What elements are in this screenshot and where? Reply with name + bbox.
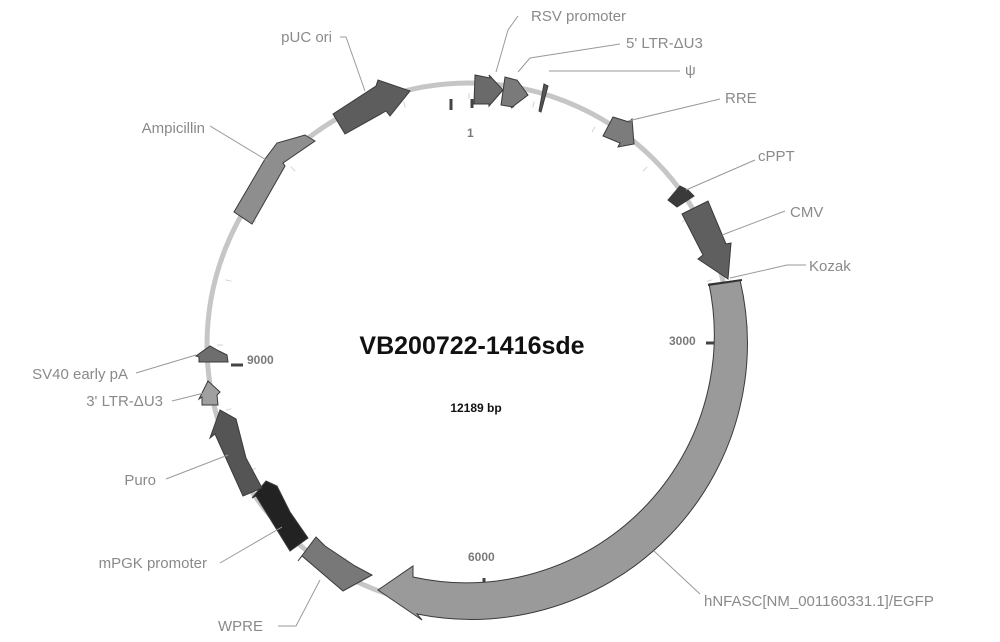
label-rre: RRE <box>725 90 757 107</box>
minor-tick <box>592 127 595 132</box>
feature-cmv-arrow <box>682 201 731 279</box>
tick-label-6000: 6000 <box>468 550 495 564</box>
plasmid-name: VB200722-1416sde <box>359 332 584 360</box>
tick-label-3000: 3000 <box>669 334 696 348</box>
label-rsv-promoter: RSV promoter <box>531 8 626 25</box>
label-ltr3: 3' LTR-ΔU3 <box>86 393 163 410</box>
label-kozak: Kozak <box>809 258 851 275</box>
minor-tick <box>226 409 232 411</box>
label-wpre: WPRE <box>218 618 263 635</box>
feature-puro-arrow <box>210 410 262 496</box>
leader-mpgk <box>220 527 282 563</box>
leader-kozak <box>730 265 806 278</box>
label-ampicillin: Ampicillin <box>142 120 205 137</box>
leader-ltr5 <box>518 44 620 72</box>
minor-tick <box>226 280 232 282</box>
leader-hnfasc <box>654 551 700 594</box>
leader-cmv <box>722 211 785 235</box>
minor-tick <box>404 102 406 108</box>
minor-tick <box>707 280 713 282</box>
minor-tick <box>533 102 535 108</box>
label-psi: ψ <box>685 62 696 79</box>
feature-rsv-promoter-arrow <box>474 75 503 106</box>
feature-mpgk-arrow <box>252 481 308 551</box>
leader-cppt <box>686 160 755 190</box>
label-cppt: cPPT <box>758 148 795 165</box>
leader-sv40 <box>136 355 196 373</box>
minor-tick <box>643 167 647 171</box>
label-sv40: SV40 early pA <box>32 366 128 383</box>
feature-ltr5-arrow <box>501 77 528 108</box>
label-cmv: CMV <box>790 204 823 221</box>
leader-puro <box>166 455 228 479</box>
feature-puc-ori-arrow <box>333 80 410 134</box>
plasmid-size: 12189 bp <box>450 401 501 415</box>
leader-ltr3 <box>172 393 204 401</box>
leader-wpre <box>278 580 320 626</box>
leader-rre <box>628 99 720 121</box>
label-ltr5: 5' LTR-ΔU3 <box>626 35 703 52</box>
label-hnfasc: hNFASC[NM_001160331.1]/EGFP <box>704 593 934 610</box>
feature-psi-arrow <box>539 84 548 112</box>
minor-tick <box>291 167 295 171</box>
feature-sv40-arrow <box>196 346 228 362</box>
leader-puc-ori <box>340 37 365 91</box>
label-puro: Puro <box>124 472 156 489</box>
label-puc-ori: pUC ori <box>281 29 332 46</box>
tick-label-1: 1 <box>467 126 474 140</box>
tick-label-9000: 9000 <box>247 353 274 367</box>
feature-hnfasc-arrow <box>378 280 747 620</box>
leader-ampicillin <box>210 126 268 161</box>
leader-rsv-promoter <box>496 16 518 72</box>
label-mpgk: mPGK promoter <box>99 555 207 572</box>
